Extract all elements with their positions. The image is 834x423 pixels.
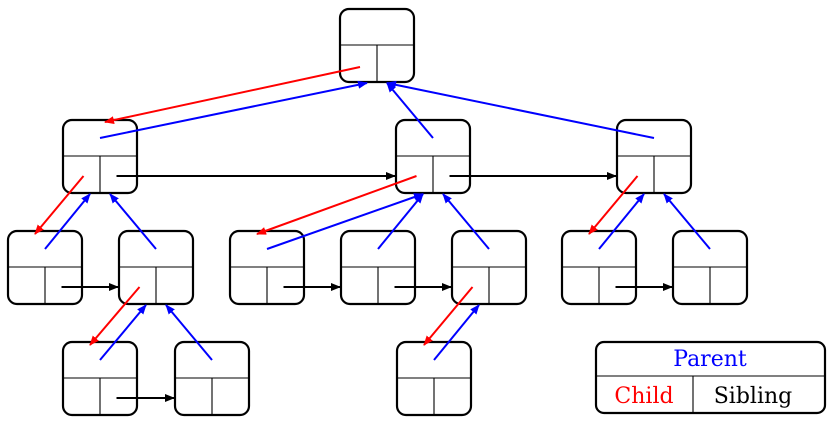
tree-nodes [6, 7, 749, 417]
parent-pointer-arrow [386, 82, 434, 139]
tree-node-a2 [117, 229, 195, 306]
parent-pointer-arrow [663, 193, 711, 250]
tree-node-a2a [61, 340, 139, 417]
tree-node-a1 [6, 229, 84, 306]
parent-pointer-arrow [99, 80, 368, 139]
legend: Parent Child Sibling [594, 340, 827, 415]
tree-node-b3a [395, 340, 473, 417]
legend-sibling-label: Sibling [714, 384, 793, 409]
pointer-arrows [34, 66, 711, 402]
parent-pointer-arrow [99, 304, 147, 361]
child-pointer-arrow [104, 66, 361, 125]
tree-node-b2 [339, 229, 417, 306]
tree-node-b1 [228, 229, 306, 306]
tree-node-b [394, 118, 472, 195]
parent-pointer-arrow [442, 193, 490, 250]
tree-node-c1 [560, 229, 638, 306]
child-pointer-arrow [89, 286, 141, 346]
child-pointer-arrow [423, 286, 474, 346]
parent-pointer-arrow [598, 193, 645, 250]
parent-pointer-arrow [433, 304, 480, 361]
tree-node-a2b [173, 340, 251, 417]
tree-node-c2 [671, 229, 749, 306]
parent-pointer-arrow [109, 193, 157, 250]
parent-pointer-arrow [266, 193, 424, 250]
tree-node-a [61, 118, 139, 195]
parent-pointer-arrow [377, 193, 424, 250]
child-pointer-arrow [34, 175, 85, 235]
legend-child-label: Child [614, 384, 673, 409]
tree-node-root [338, 7, 416, 84]
parent-pointer-arrow [44, 193, 91, 250]
tree-node-b3 [450, 229, 528, 306]
child-pointer-arrow [256, 175, 417, 235]
legend-parent-label: Parent [673, 347, 747, 372]
parent-pointer-arrow [386, 80, 655, 139]
parent-pointer-arrow [165, 304, 213, 361]
legend-box [594, 340, 827, 415]
child-pointer-arrow [588, 175, 639, 235]
tree-node-c [615, 118, 693, 195]
